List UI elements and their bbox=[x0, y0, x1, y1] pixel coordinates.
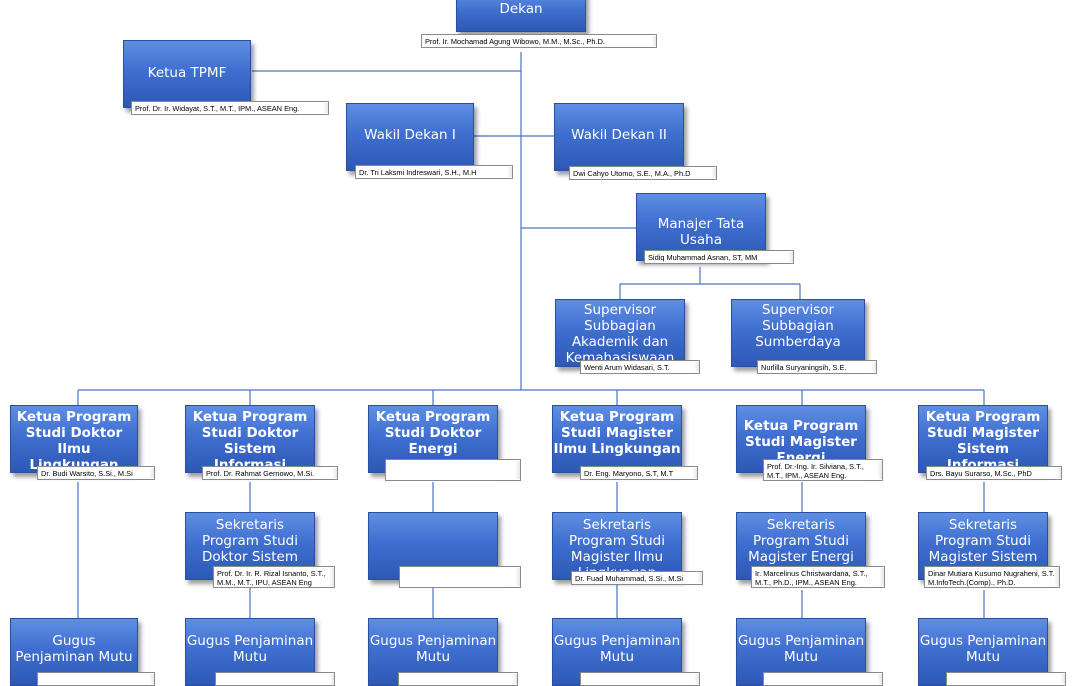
program-sekretaris-name: Ir. Marcelinus Christwardana, S.T., M.T.… bbox=[751, 566, 885, 588]
wakil-dekan-2-name: Dwi Cahyo Utomo, S.E., M.A., Ph.D bbox=[569, 166, 717, 180]
program-sekretaris-name bbox=[399, 566, 521, 588]
program-gpm-title: Gugus Penjaminan Mutu bbox=[919, 633, 1047, 665]
ketua-tpmf-name: Prof. Dr. Ir. Widayat, S.T., M.T., IPM.,… bbox=[131, 101, 329, 115]
program-ketua-title: Ketua Program Studi Doktor Energi bbox=[375, 409, 491, 457]
program-sekretaris-name: Prof. Dr. Ir. R. Rizal Isnanto, S.T., M.… bbox=[213, 566, 335, 588]
manajer-tu-name: Sidiq Muhammad Asnan, ST, MM bbox=[644, 250, 794, 264]
program-ketua-box: Ketua Program Studi Magister Sistem Info… bbox=[918, 405, 1048, 473]
program-sekretaris-box: Sekretaris Program Studi Magister Ilmu L… bbox=[552, 512, 682, 581]
ketua-tpmf-box: Ketua TPMF bbox=[123, 40, 251, 108]
program-gpm-box: Gugus Penjaminan Mutu bbox=[368, 618, 498, 686]
program-ketua-box: Ketua Program Studi Magister Ilmu Lingku… bbox=[552, 405, 682, 473]
wakil-dekan-2-box: Wakil Dekan II bbox=[554, 103, 684, 171]
program-sekretaris-name: Dr. Fuad Muhammad, S.Si., M.Si bbox=[571, 571, 703, 585]
supervisor-akademik-name: Wenti Arum Widasari, S.T. bbox=[580, 360, 700, 374]
program-gpm-title: Gugus Penjaminan Mutu bbox=[15, 633, 133, 665]
program-ketua-box: Ketua Program Studi Doktor Ilmu Lingkung… bbox=[10, 405, 138, 473]
program-ketua-box: Ketua Program Studi Doktor Sistem Inform… bbox=[185, 405, 315, 473]
supervisor-akademik-box: Supervisor Subbagian Akademik dan Kemaha… bbox=[555, 299, 685, 367]
program-gpm-name bbox=[215, 672, 335, 686]
program-ketua-name: Dr. Eng. Maryono, S.T, M.T bbox=[580, 466, 698, 480]
program-gpm-name bbox=[398, 672, 518, 686]
ketua-tpmf-title: Ketua TPMF bbox=[147, 65, 227, 81]
dekan-name: Prof. Ir. Mochamad Agung Wibowo, M.M., M… bbox=[421, 34, 657, 48]
program-gpm-name bbox=[763, 672, 883, 686]
program-sekretaris-title: Sekretaris Program Studi Magister Energi bbox=[748, 517, 854, 565]
program-gpm-title: Gugus Penjaminan Mutu bbox=[737, 633, 865, 665]
dekan-box: Dekan bbox=[456, 0, 586, 32]
program-ketua-name: Prof. Dr.-Ing. Ir. Silviana, S.T., M.T.,… bbox=[763, 459, 883, 481]
program-sekretaris-name: Dinar Mutiara Kusumo Nugraheni, S.T., M.… bbox=[924, 566, 1060, 588]
program-gpm-name bbox=[946, 672, 1066, 686]
supervisor-sumberdaya-title: Supervisor Subbagian Sumberdaya bbox=[755, 302, 841, 350]
program-gpm-name bbox=[580, 672, 700, 686]
program-ketua-name: Prof. Dr. Rahmat Gernowo, M.Si. bbox=[202, 466, 338, 480]
program-gpm-title: Gugus Penjaminan Mutu bbox=[369, 633, 497, 665]
program-ketua-title: Ketua Program Studi Magister Ilmu Lingku… bbox=[553, 409, 681, 457]
program-gpm-title: Gugus Penjaminan Mutu bbox=[186, 633, 314, 665]
program-ketua-name bbox=[385, 459, 521, 481]
program-ketua-title: Ketua Program Studi Doktor Ilmu Lingkung… bbox=[16, 409, 132, 473]
program-ketua-name: Drs. Bayu Surarso, M.Sc., PhD bbox=[926, 466, 1062, 480]
manajer-tu-box: Manajer Tata Usaha bbox=[636, 193, 766, 261]
wakil-dekan-1-name: Dr. Tri Laksmi Indreswari, S.H., M.H bbox=[355, 165, 513, 179]
wakil-dekan-2-title: Wakil Dekan II bbox=[571, 127, 667, 143]
program-gpm-name bbox=[37, 672, 155, 686]
manajer-tu-title: Manajer Tata Usaha bbox=[657, 216, 745, 248]
dekan-title: Dekan bbox=[499, 1, 543, 17]
program-gpm-title: Gugus Penjaminan Mutu bbox=[553, 633, 681, 665]
wakil-dekan-1-title: Wakil Dekan I bbox=[364, 127, 456, 143]
supervisor-sumberdaya-box: Supervisor Subbagian Sumberdaya bbox=[731, 299, 865, 367]
program-ketua-name: Dr. Budi Warsito, S.Si., M.Si bbox=[37, 466, 155, 480]
wakil-dekan-1-box: Wakil Dekan I bbox=[346, 103, 474, 171]
supervisor-sumberdaya-name: Nurlilla Suryaningsih, S.E. bbox=[757, 360, 877, 374]
supervisor-akademik-title: Supervisor Subbagian Akademik dan Kemaha… bbox=[565, 302, 675, 366]
program-ketua-title: Ketua Program Studi Doktor Sistem Inform… bbox=[192, 409, 308, 473]
program-ketua-title: Ketua Program Studi Magister Sistem Info… bbox=[925, 409, 1041, 473]
